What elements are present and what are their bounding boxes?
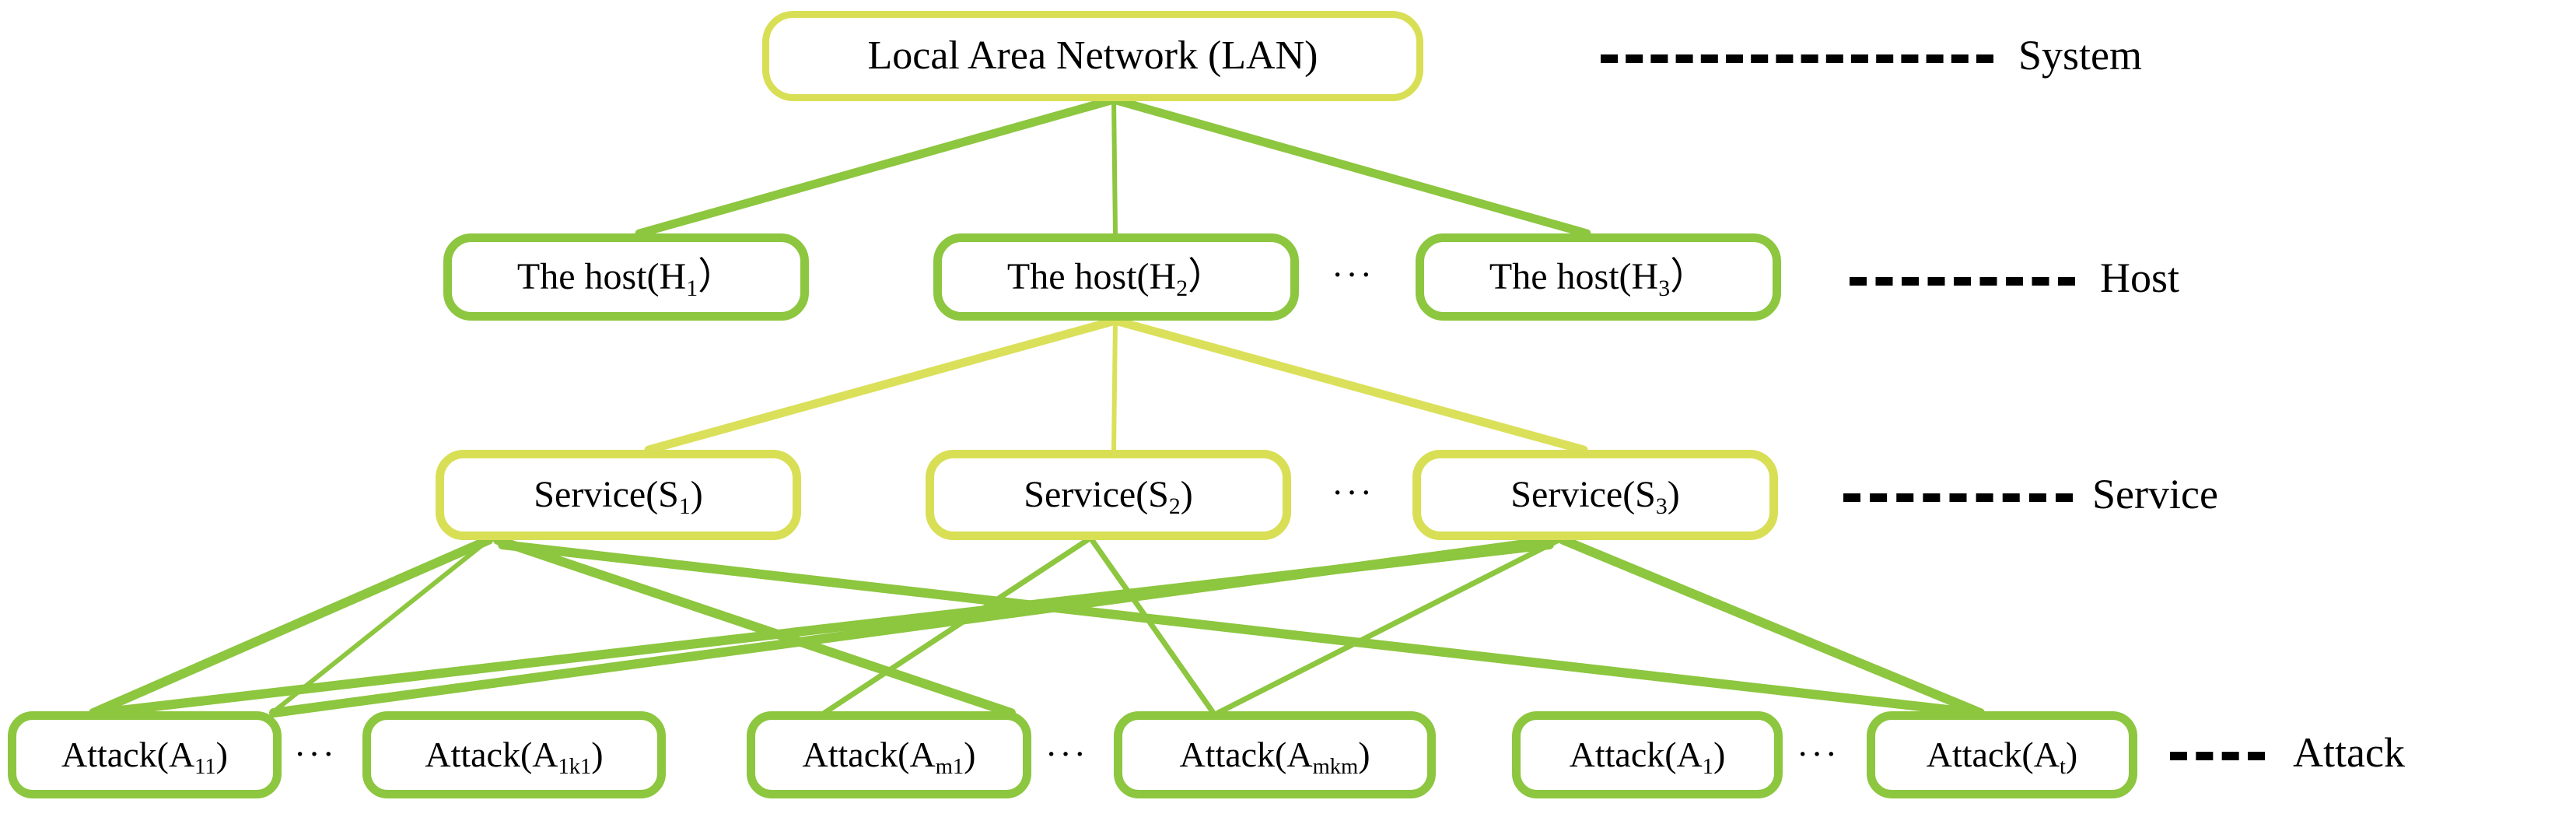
level-dash-system	[1601, 54, 1993, 63]
node-host-h3-label: The host(H3）	[1489, 256, 1708, 301]
level-label-attack: Attack	[2293, 729, 2405, 776]
edge-s2-am1	[821, 537, 1090, 716]
edge-h2-s2	[1111, 318, 1118, 452]
node-attack-a11[interactable]: Attack(A11)	[8, 711, 282, 798]
edge-s1-at	[498, 540, 1980, 718]
edge-s2-a1	[1089, 537, 1216, 716]
attack-ellipsis-1: ···	[294, 734, 337, 774]
edge-lan-h2	[1111, 97, 1118, 236]
node-attack-am1-label: Attack(Am1)	[802, 735, 976, 779]
edge-s3-a1k1	[269, 535, 1559, 718]
node-attack-at-label: Attack(At)	[1926, 735, 2078, 779]
edge-s3-at	[1559, 535, 1985, 718]
node-attack-amkm-label: Attack(Amkm)	[1179, 735, 1370, 779]
node-host-h1[interactable]: The host(H1）	[443, 233, 809, 321]
edges-host-to-service	[644, 316, 1588, 454]
node-lan-label: Local Area Network (LAN)	[867, 33, 1318, 78]
edge-lan-h1	[635, 95, 1118, 238]
node-attack-a1[interactable]: Attack(A1)	[1512, 711, 1783, 798]
level-dash-attack	[2170, 752, 2265, 760]
attack-ellipsis-3: ···	[1797, 734, 1839, 774]
node-lan[interactable]: Local Area Network (LAN)	[762, 11, 1423, 101]
node-host-h2[interactable]: The host(H2）	[933, 233, 1299, 321]
level-label-service: Service	[2092, 471, 2218, 518]
attack-ellipsis-2: ···	[1045, 734, 1088, 774]
node-attack-at[interactable]: Attack(At)	[1867, 711, 2137, 798]
node-host-h1-label: The host(H1）	[516, 256, 736, 301]
node-service-s1-label: Service(S1)	[534, 474, 703, 519]
edge-h2-s3	[1111, 316, 1588, 454]
node-attack-a1-label: Attack(A1)	[1569, 735, 1726, 779]
node-service-s3[interactable]: Service(S3)	[1412, 450, 1778, 540]
edge-s3-a1	[1215, 537, 1562, 716]
node-host-h3[interactable]: The host(H3）	[1416, 233, 1781, 321]
node-attack-a1k1[interactable]: Attack(A1k1)	[362, 711, 666, 798]
edge-lan-h3	[1109, 95, 1591, 238]
edges-system-to-host	[635, 95, 1591, 238]
node-service-s1[interactable]: Service(S1)	[436, 450, 801, 540]
edges-service-to-attack	[89, 535, 1985, 718]
node-attack-a11-label: Attack(A11)	[61, 735, 228, 779]
edge-s1-a11	[89, 535, 493, 718]
node-service-s2[interactable]: Service(S2)	[926, 450, 1291, 540]
node-attack-a1k1-label: Attack(A1k1)	[425, 735, 604, 779]
node-host-h2-label: The host(H2）	[1006, 256, 1226, 301]
level-dash-host	[1850, 277, 2075, 286]
level-label-host: Host	[2100, 254, 2180, 301]
node-attack-amkm[interactable]: Attack(Amkm)	[1114, 711, 1436, 798]
node-service-s2-label: Service(S2)	[1024, 474, 1193, 519]
node-attack-am1[interactable]: Attack(Am1)	[747, 711, 1031, 798]
edge-h2-s1	[644, 316, 1120, 454]
host-ellipsis: ···	[1332, 254, 1374, 294]
level-label-system: System	[2018, 32, 2143, 79]
service-ellipsis: ···	[1332, 472, 1374, 512]
edge-s1-amkm	[493, 535, 1016, 718]
node-service-s3-label: Service(S3)	[1510, 474, 1680, 519]
level-dash-service	[1843, 493, 2073, 502]
